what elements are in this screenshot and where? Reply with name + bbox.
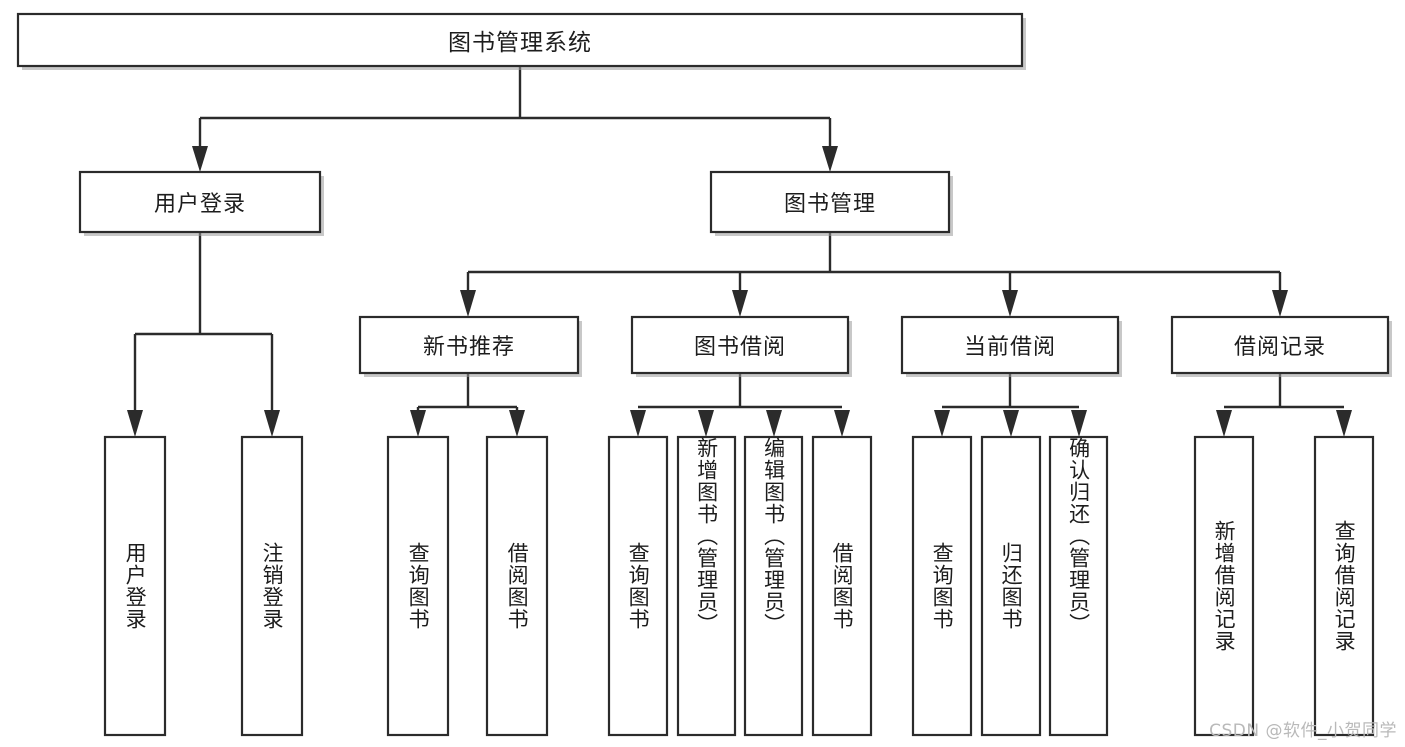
arrowhead-borrow-leaf-4 bbox=[834, 410, 850, 437]
arrowhead-book-mgmt bbox=[822, 146, 838, 172]
node-box-leaf-2[interactable] bbox=[386, 435, 450, 737]
node-box-leaf-0[interactable] bbox=[103, 435, 167, 737]
arrowhead-user-login bbox=[192, 146, 208, 172]
connector-layer bbox=[127, 66, 1352, 437]
node-box-leaf-5[interactable] bbox=[676, 435, 737, 737]
arrowhead-current-leaf-1 bbox=[934, 410, 950, 437]
node-box-new-book-recommend[interactable] bbox=[358, 315, 580, 375]
arrowhead-current-leaf-3 bbox=[1071, 410, 1087, 437]
node-box-current-borrow[interactable] bbox=[900, 315, 1120, 375]
node-box-system[interactable] bbox=[16, 12, 1024, 68]
node-layer bbox=[16, 12, 1392, 737]
arrowhead-current-leaf-2 bbox=[1003, 410, 1019, 437]
node-box-leaf-9[interactable] bbox=[980, 435, 1042, 737]
node-box-leaf-3[interactable] bbox=[485, 435, 549, 737]
node-box-book-mgmt[interactable] bbox=[709, 170, 951, 234]
arrowhead-newbook-leaf-2 bbox=[509, 410, 525, 437]
node-box-leaf-8[interactable] bbox=[911, 435, 973, 737]
node-box-leaf-4[interactable] bbox=[607, 435, 669, 737]
node-box-leaf-7[interactable] bbox=[811, 435, 873, 737]
arrowhead-newbook bbox=[460, 290, 476, 317]
node-box-leaf-6[interactable] bbox=[743, 435, 804, 737]
arrowhead-borrow-leaf-3 bbox=[766, 410, 782, 437]
arrowhead-borrow bbox=[732, 290, 748, 317]
arrowhead-borrow-leaf-2 bbox=[698, 410, 714, 437]
node-box-leaf-12[interactable] bbox=[1313, 435, 1375, 737]
node-box-user-login[interactable] bbox=[78, 170, 322, 234]
node-box-borrow-record[interactable] bbox=[1170, 315, 1390, 375]
arrowhead-newbook-leaf-1 bbox=[410, 410, 426, 437]
node-box-leaf-10[interactable] bbox=[1048, 435, 1109, 737]
node-box-leaf-1[interactable] bbox=[240, 435, 304, 737]
arrowhead-current bbox=[1002, 290, 1018, 317]
arrowhead-record bbox=[1272, 290, 1288, 317]
arrowhead-record-leaf-1 bbox=[1216, 410, 1232, 437]
arrowhead-record-leaf-2 bbox=[1336, 410, 1352, 437]
node-box-book-borrow[interactable] bbox=[630, 315, 850, 375]
arrowhead-borrow-leaf-1 bbox=[630, 410, 646, 437]
node-box-leaf-11[interactable] bbox=[1193, 435, 1255, 737]
arrowhead-leaf-logout bbox=[264, 410, 280, 437]
arrowhead-leaf-user-login bbox=[127, 410, 143, 437]
csdn-watermark: CSDN @软件_小贺同学 bbox=[1209, 721, 1397, 741]
